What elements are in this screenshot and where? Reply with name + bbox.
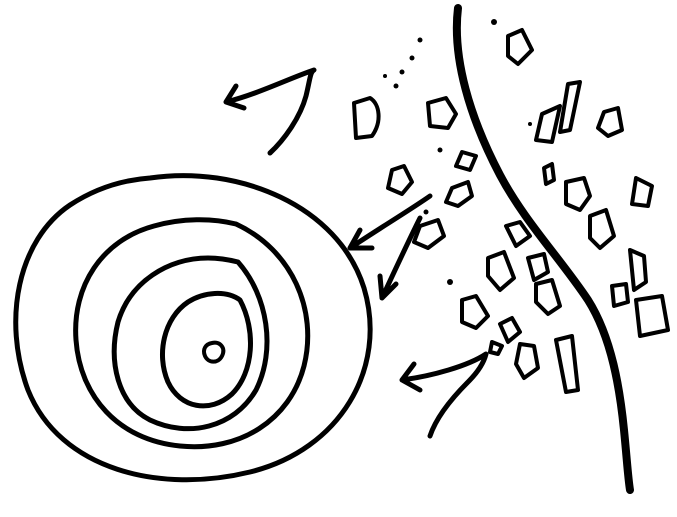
rock-fragment bbox=[566, 178, 590, 210]
speck bbox=[418, 38, 423, 43]
rock-fragment bbox=[388, 166, 412, 194]
rock-fragment bbox=[516, 344, 538, 378]
arrow-icon bbox=[380, 218, 420, 298]
speck bbox=[394, 84, 399, 89]
rock-fragment bbox=[490, 342, 502, 354]
rock-fragment bbox=[630, 250, 646, 290]
inner-ring bbox=[162, 293, 250, 405]
rock-fragment bbox=[636, 296, 668, 336]
speck bbox=[528, 122, 532, 126]
speck bbox=[491, 19, 497, 25]
speck bbox=[424, 210, 429, 215]
speck bbox=[383, 74, 387, 78]
ring-2 bbox=[76, 220, 308, 447]
center-circle bbox=[204, 343, 223, 362]
arrow-icon bbox=[226, 70, 314, 153]
speck bbox=[447, 279, 453, 285]
rock-fragment bbox=[598, 108, 622, 136]
rock-fragment bbox=[428, 98, 456, 128]
rock-fragment bbox=[612, 284, 628, 306]
rock-fragment bbox=[446, 182, 472, 206]
curved-line bbox=[457, 8, 630, 490]
rock-fragment bbox=[456, 152, 476, 170]
arrow-icon bbox=[402, 354, 486, 436]
rock-fragment bbox=[536, 280, 560, 314]
rock-fragment bbox=[590, 210, 614, 248]
rock-fragment bbox=[560, 82, 580, 132]
speck bbox=[400, 70, 405, 75]
rock-fragment bbox=[462, 296, 488, 328]
rock-fragment bbox=[556, 336, 578, 392]
speck bbox=[438, 148, 443, 153]
rock-fragment bbox=[354, 98, 379, 138]
concentric-rings bbox=[16, 176, 370, 480]
rock-fragment bbox=[488, 252, 514, 290]
rock-fragments bbox=[354, 30, 668, 392]
rock-fragment bbox=[528, 254, 548, 280]
rock-fragment bbox=[544, 164, 554, 184]
rock-fragment bbox=[500, 318, 520, 342]
rock-fragment bbox=[536, 106, 560, 142]
speck bbox=[410, 56, 415, 61]
rock-fragment bbox=[508, 30, 532, 64]
rock-fragment bbox=[632, 178, 652, 206]
rock-fragment bbox=[506, 222, 530, 246]
